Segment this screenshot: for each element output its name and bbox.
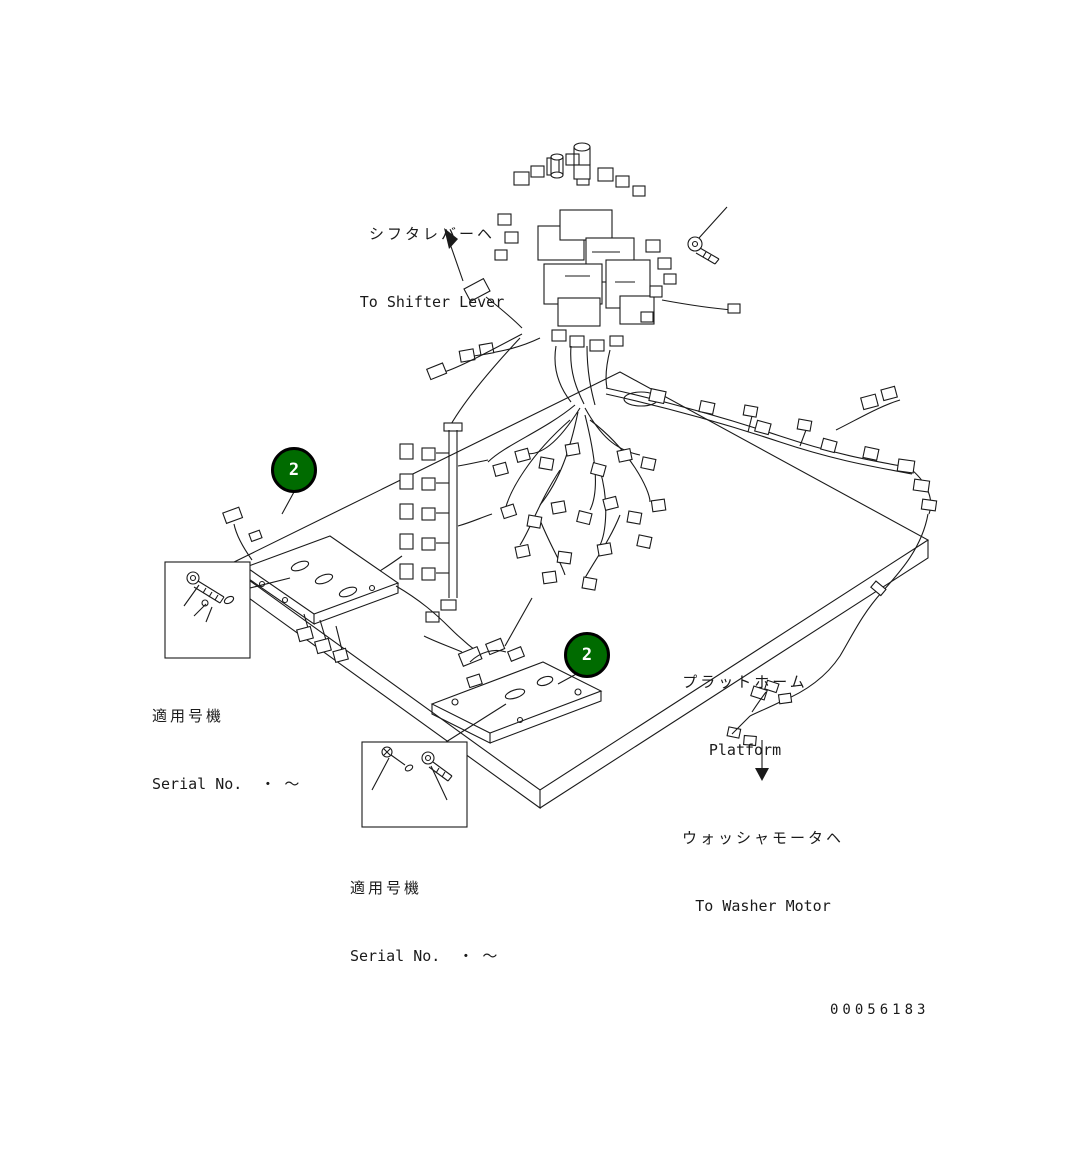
shifter-lever-branch [444,228,523,329]
serial-note-2-en: Serial No.・ ～ [350,946,498,965]
washer-motor-label: ウォッシャモータヘ To Washer Motor [678,782,848,962]
mounting-bolt [687,206,728,265]
shifter-arrow-head [444,228,458,249]
central-harness-connectors [487,404,667,591]
washer-motor-label-jp: ウォッシャモータヘ [681,829,844,847]
serial-box-2-leader [445,703,507,743]
platform-label: プラットホーム Platform [665,626,825,806]
serial-note-2-jp: 適用号機 [350,879,423,897]
drawing-number: 00056183 [830,1002,930,1018]
platform-label-en: Platform [708,740,782,759]
right-harness-run [605,385,938,515]
left-bracket-assembly [222,491,481,664]
serial-box-2 [361,741,468,828]
shifter-lever-label-jp: シフタレバーヘ [368,225,495,243]
connector-column-left [347,422,493,623]
washer-motor-label-en: To Washer Motor [695,896,831,915]
harness-clamp [870,580,887,597]
serial-box-1 [164,561,251,659]
valve-assembly [494,142,677,352]
serial-note-2: 適用号機 Serial No.・ ～ [350,832,497,1012]
washer-motor-branch [726,513,929,781]
callout-number: 2 [288,460,300,480]
serial-box-1-leader [249,577,291,589]
serial-note-1: 適用号機 Serial No.・ ～ [152,660,299,840]
serial-note-1-en: Serial No.・ ～ [152,774,300,793]
shifter-connector [463,277,491,303]
callout-number: 2 [581,645,593,665]
bottom-bracket-assembly [423,597,603,744]
callout-badge[interactable]: 2 [564,632,610,678]
washer-arrow-head [755,768,769,781]
shifter-lever-label: シフタレバーヘ To Shifter Lever [352,178,512,358]
serial-note-1-jp: 適用号機 [152,707,225,725]
main-harness-wires [425,299,741,427]
shifter-lever-label-en: To Shifter Lever [359,292,505,311]
callout-badge[interactable]: 2 [271,447,317,493]
solenoid-cylinder [550,142,591,180]
callout-1-leader [281,491,295,515]
platform-label-jp: プラットホーム [682,673,808,691]
